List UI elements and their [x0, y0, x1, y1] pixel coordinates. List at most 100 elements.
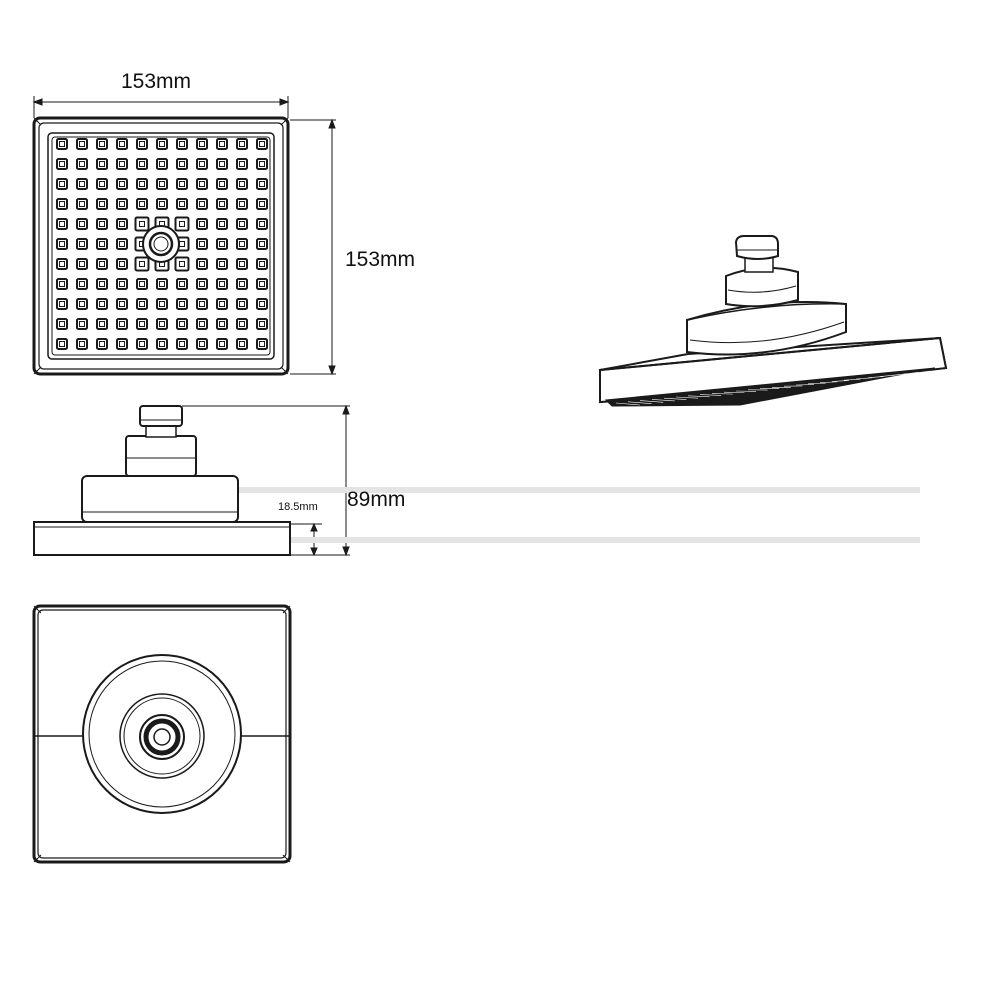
- nozzle-bore: [159, 201, 165, 207]
- nozzle-bore: [259, 201, 265, 207]
- nozzle-bore: [239, 141, 245, 147]
- nozzle-bore: [179, 161, 185, 167]
- nozzle-bore: [119, 141, 125, 147]
- nozzle: [256, 258, 268, 270]
- nozzle-bore: [239, 261, 245, 267]
- nozzle-bore: [159, 321, 165, 327]
- nozzle: [134, 256, 150, 272]
- nozzle-bore: [139, 281, 145, 287]
- nozzle: [96, 318, 108, 330]
- nozzle-bore: [59, 321, 65, 327]
- width-dimension-label: 153mm: [121, 70, 192, 93]
- nozzle-bore: [59, 181, 65, 187]
- nozzle: [136, 278, 148, 290]
- nozzle-bore: [79, 141, 85, 147]
- nozzle: [134, 216, 150, 232]
- nozzle-bore: [119, 301, 125, 307]
- side-connector-nut: [139, 405, 183, 427]
- nozzle: [216, 318, 228, 330]
- nozzle: [176, 158, 188, 170]
- nozzle-bore: [59, 221, 65, 227]
- nozzle-bore: [219, 141, 225, 147]
- nozzle-bore: [139, 321, 145, 327]
- nozzle: [176, 298, 188, 310]
- nozzle-bore: [99, 201, 105, 207]
- corner-mark: [33, 366, 42, 375]
- nozzle: [136, 178, 148, 190]
- top-swivel-ring: [119, 693, 205, 779]
- nozzle: [236, 198, 248, 210]
- persp-nozzle-line: [615, 402, 641, 406]
- nozzle-bore: [159, 141, 165, 147]
- nozzle: [256, 158, 268, 170]
- nozzle-bore: [99, 261, 105, 267]
- nozzle-bore: [179, 261, 185, 267]
- nozzle-bore: [199, 281, 205, 287]
- nozzle: [156, 138, 168, 150]
- height-dimension-line: [290, 118, 336, 376]
- persp-base-collar-top: [686, 303, 847, 321]
- nozzle: [96, 198, 108, 210]
- persp-nozzle-line: [663, 397, 687, 400]
- nozzle-bore: [139, 141, 145, 147]
- nozzle-bore: [59, 281, 65, 287]
- nozzle-bore: [99, 221, 105, 227]
- nozzle-bore: [239, 181, 245, 187]
- persp-nozzle-line: [855, 377, 873, 380]
- nozzle-bore: [179, 141, 185, 147]
- nozzle-bore: [199, 321, 205, 327]
- plate-thickness-dimension-label: 18.5mm: [278, 501, 318, 513]
- nozzle: [116, 158, 128, 170]
- nozzle-bore: [259, 301, 265, 307]
- nozzle: [196, 138, 208, 150]
- nozzle: [156, 198, 168, 210]
- nozzle-bore: [79, 201, 85, 207]
- persp-nozzle-face: [604, 367, 936, 407]
- persp-nozzle-line: [915, 370, 931, 374]
- nozzle-bore: [219, 261, 225, 267]
- face-view: [32, 96, 336, 376]
- persp-swivel-line: [727, 285, 797, 293]
- persp-nozzle-line: [843, 378, 861, 381]
- persp-nozzle-line: [687, 395, 710, 398]
- nozzle-bore: [259, 241, 265, 247]
- nozzle-bore: [139, 301, 145, 307]
- nozzle: [236, 298, 248, 310]
- nozzle-bore: [219, 301, 225, 307]
- nozzle-bore: [199, 221, 205, 227]
- nozzle: [216, 198, 228, 210]
- nozzle: [76, 158, 88, 170]
- nozzle: [136, 198, 148, 210]
- nozzle-bore: [139, 221, 145, 227]
- nozzle-bore: [199, 141, 205, 147]
- nozzle-bore: [239, 341, 245, 347]
- nozzle: [56, 158, 68, 170]
- nozzle-bore: [259, 281, 265, 287]
- nozzle-bore: [239, 301, 245, 307]
- nozzle-bore: [139, 181, 145, 187]
- nozzle-bore: [79, 341, 85, 347]
- nozzle: [156, 158, 168, 170]
- persp-nozzle-line: [711, 393, 733, 395]
- nozzle: [176, 178, 188, 190]
- nozzle: [236, 178, 248, 190]
- nozzle: [176, 338, 188, 350]
- nozzle-bore: [159, 281, 165, 287]
- center-inlet-outer: [142, 225, 180, 263]
- nozzle: [216, 258, 228, 270]
- nozzle-bore: [159, 181, 165, 187]
- persp-nozzle-line: [723, 391, 745, 394]
- nozzle: [96, 258, 108, 270]
- nozzle-bore: [239, 321, 245, 327]
- persp-connector-nut: [734, 235, 779, 260]
- nozzle-bore: [79, 241, 85, 247]
- persp-nozzle-line: [807, 382, 826, 385]
- persp-plate-top-edge: [599, 337, 941, 371]
- nozzle: [116, 298, 128, 310]
- nozzle-bore: [99, 341, 105, 347]
- nozzle: [216, 238, 228, 250]
- nozzle: [76, 278, 88, 290]
- nozzle-bore: [59, 161, 65, 167]
- top-inner-frame: [37, 609, 287, 859]
